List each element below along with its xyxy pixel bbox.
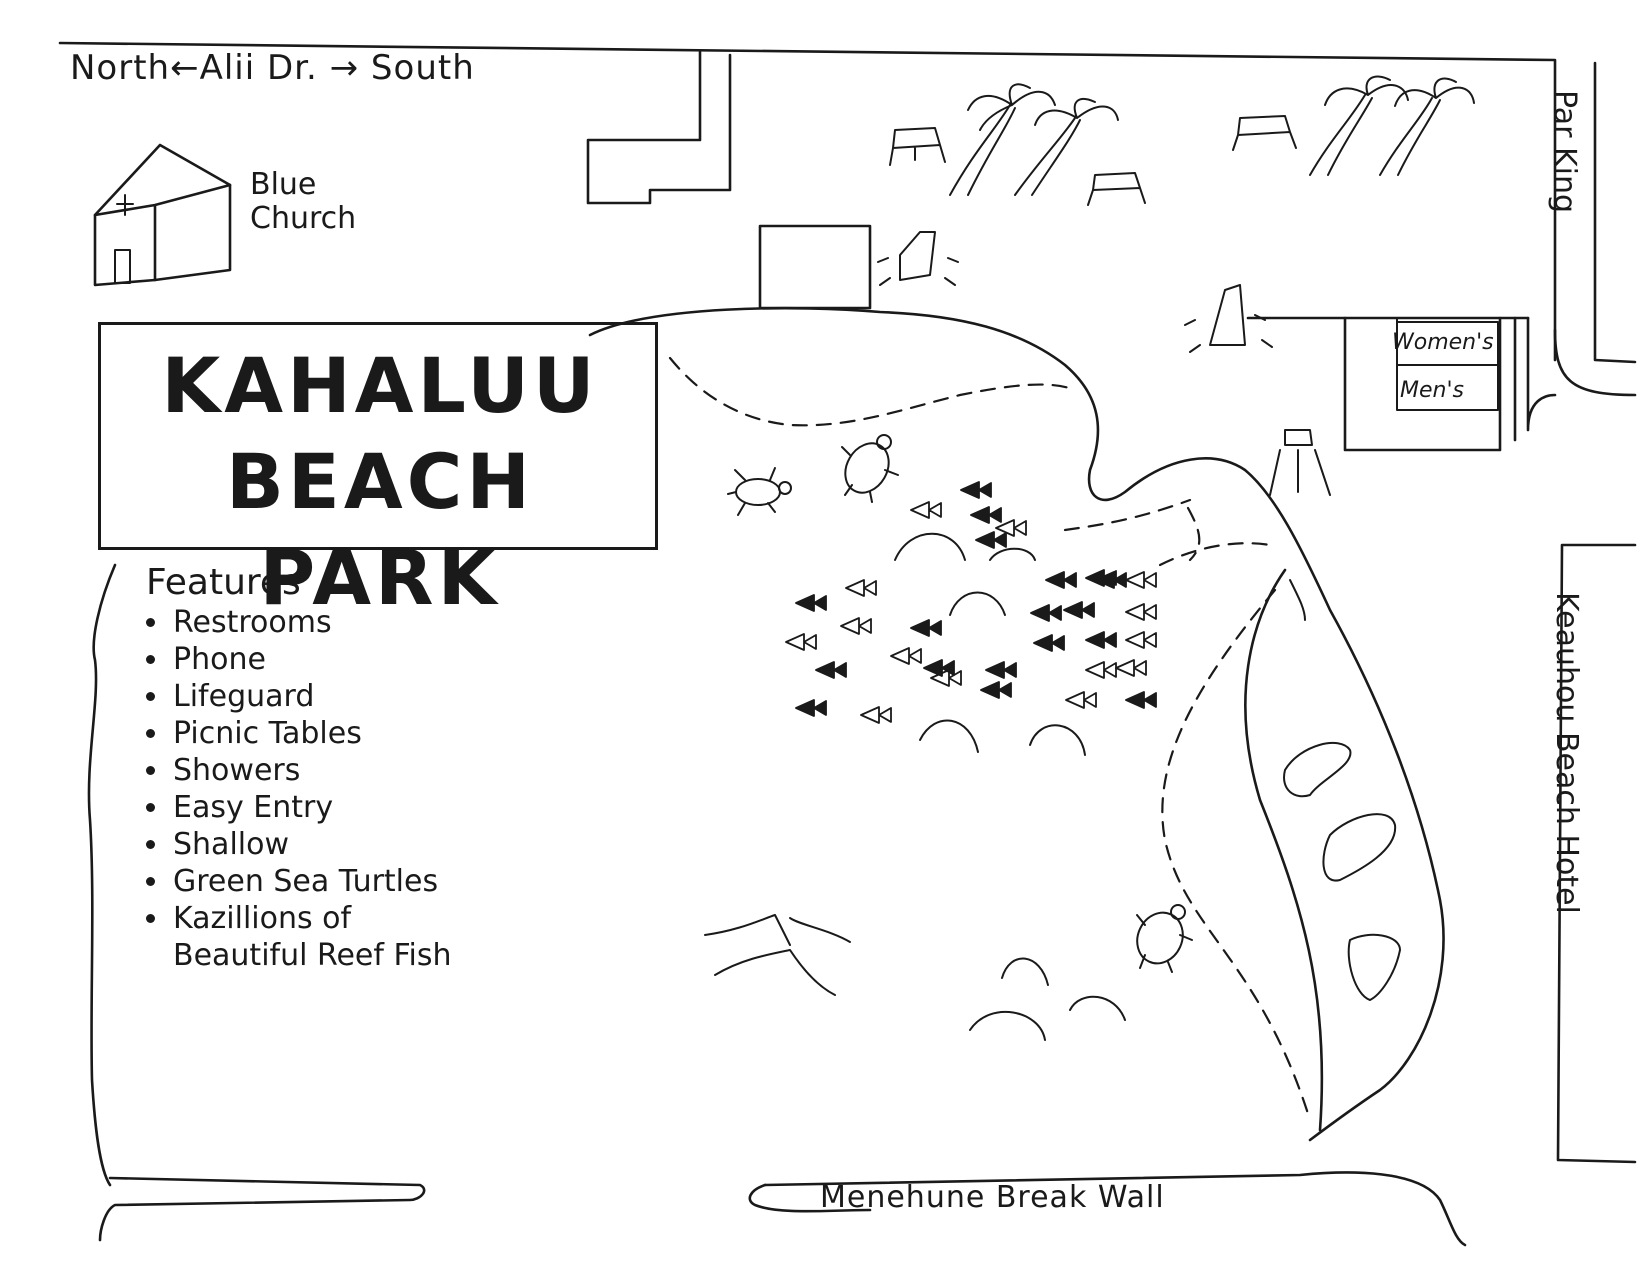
- fish-icon: [1063, 601, 1095, 619]
- fish-icon: [975, 531, 1007, 549]
- shoreline: [588, 306, 1445, 1142]
- palm-tree-icon: [1309, 75, 1409, 176]
- picnic-table-icon: [889, 127, 946, 166]
- list-item: Phone: [146, 641, 452, 678]
- bullet-icon: [146, 803, 155, 812]
- church-label: Blue Church: [250, 167, 357, 236]
- fish-icon: [1033, 634, 1065, 652]
- picnic-table-icon: [1087, 172, 1146, 206]
- turtle-icon: [841, 434, 899, 503]
- fish-icon: [1125, 691, 1157, 709]
- fish-icon: [1125, 631, 1157, 649]
- driveway: [586, 50, 732, 205]
- bullet-icon: [146, 692, 155, 701]
- fish-icon: [840, 617, 872, 635]
- list-item: Green Sea Turtles: [146, 863, 452, 900]
- list-item: Restrooms: [146, 604, 452, 641]
- title-line-2: BEACH PARK: [225, 437, 535, 622]
- hotel-edge: [1556, 543, 1637, 1164]
- fish-icon: [845, 579, 877, 597]
- sand-strip: [1244, 568, 1324, 1132]
- list-item: Shallow: [146, 826, 452, 863]
- reef-bumps: [894, 532, 1126, 1041]
- list-item: Kazillions of Beautiful Reef Fish: [146, 900, 452, 974]
- fish-icon: [970, 506, 1002, 524]
- list-item: Easy Entry: [146, 789, 452, 826]
- fish-icon: [980, 681, 1012, 699]
- palm-tree-icon: [949, 83, 1056, 196]
- features-list: Restrooms Phone Lifeguard Picnic Tables …: [146, 604, 452, 974]
- break-wall: [98, 1176, 426, 1242]
- fish-icon: [1085, 631, 1117, 649]
- rock-icon: [1283, 741, 1352, 798]
- fish-icon: [1085, 661, 1117, 679]
- parking-road: [1593, 61, 1637, 364]
- picnic-table-icon: [1232, 115, 1297, 151]
- fish-icon: [930, 669, 962, 687]
- fish-icon: [985, 661, 1017, 679]
- bullet-icon: [146, 914, 155, 923]
- church-icon: [93, 143, 232, 287]
- womens-restroom-label: Women's: [1392, 330, 1494, 355]
- bullet-icon: [146, 618, 155, 627]
- fish-icon: [1125, 571, 1157, 589]
- fish-icon: [960, 481, 992, 499]
- fish-icon: [785, 633, 817, 651]
- ocean-left-edge: [87, 563, 117, 1187]
- fish-icon: [923, 659, 955, 677]
- palm-tree-icon: [1014, 98, 1119, 196]
- lifeguard-tower-icon: [1269, 429, 1331, 496]
- fish-icon: [815, 661, 847, 679]
- wave-lines: [704, 914, 851, 996]
- bullet-icon: [146, 766, 155, 775]
- fish-icon: [1030, 604, 1062, 622]
- title-box: [98, 322, 658, 550]
- title-line-1: KAHALUU: [161, 341, 599, 430]
- rock-icon: [1322, 813, 1397, 882]
- alii-drive-edge: [58, 41, 1557, 362]
- bullet-icon: [146, 877, 155, 886]
- hotel-label: Keauhou Beach Hotel: [1549, 592, 1584, 914]
- fish-icon: [795, 594, 827, 612]
- fish-icon: [1065, 691, 1097, 709]
- reef-edge: [668, 356, 1077, 427]
- bullet-icon: [146, 840, 155, 849]
- features-heading: Features: [146, 562, 301, 603]
- building-box: [758, 224, 872, 310]
- palm-tree-icon: [1379, 77, 1475, 176]
- rock-icon: [1347, 933, 1401, 1001]
- fish-icon: [1125, 603, 1157, 621]
- shower-icon: [877, 231, 959, 286]
- fish-icon: [995, 519, 1027, 537]
- turtle-icon: [727, 467, 792, 516]
- break-wall-label: Menehune Break Wall: [820, 1180, 1165, 1215]
- parking-label: Par King: [1547, 90, 1582, 214]
- fish-icon: [860, 706, 892, 724]
- page-title: KAHALUU BEACH PARK: [110, 338, 650, 626]
- alii-drive-label: North←Alii Dr. → South: [70, 48, 475, 88]
- fish-icon: [910, 501, 942, 519]
- list-item: Showers: [146, 752, 452, 789]
- fish-icon: [1045, 571, 1077, 589]
- bullet-icon: [146, 729, 155, 738]
- fish-icon: [795, 699, 827, 717]
- list-item: Lifeguard: [146, 678, 452, 715]
- fish-icon: [1115, 659, 1147, 677]
- bullet-icon: [146, 655, 155, 664]
- turtle-icon: [1136, 904, 1193, 973]
- fish-icon: [890, 647, 922, 665]
- list-item: Picnic Tables: [146, 715, 452, 752]
- phone-icon: [1184, 284, 1273, 353]
- mens-restroom-label: Men's: [1400, 378, 1464, 403]
- restroom-building: [1343, 316, 1502, 452]
- fish-icon: [910, 619, 942, 637]
